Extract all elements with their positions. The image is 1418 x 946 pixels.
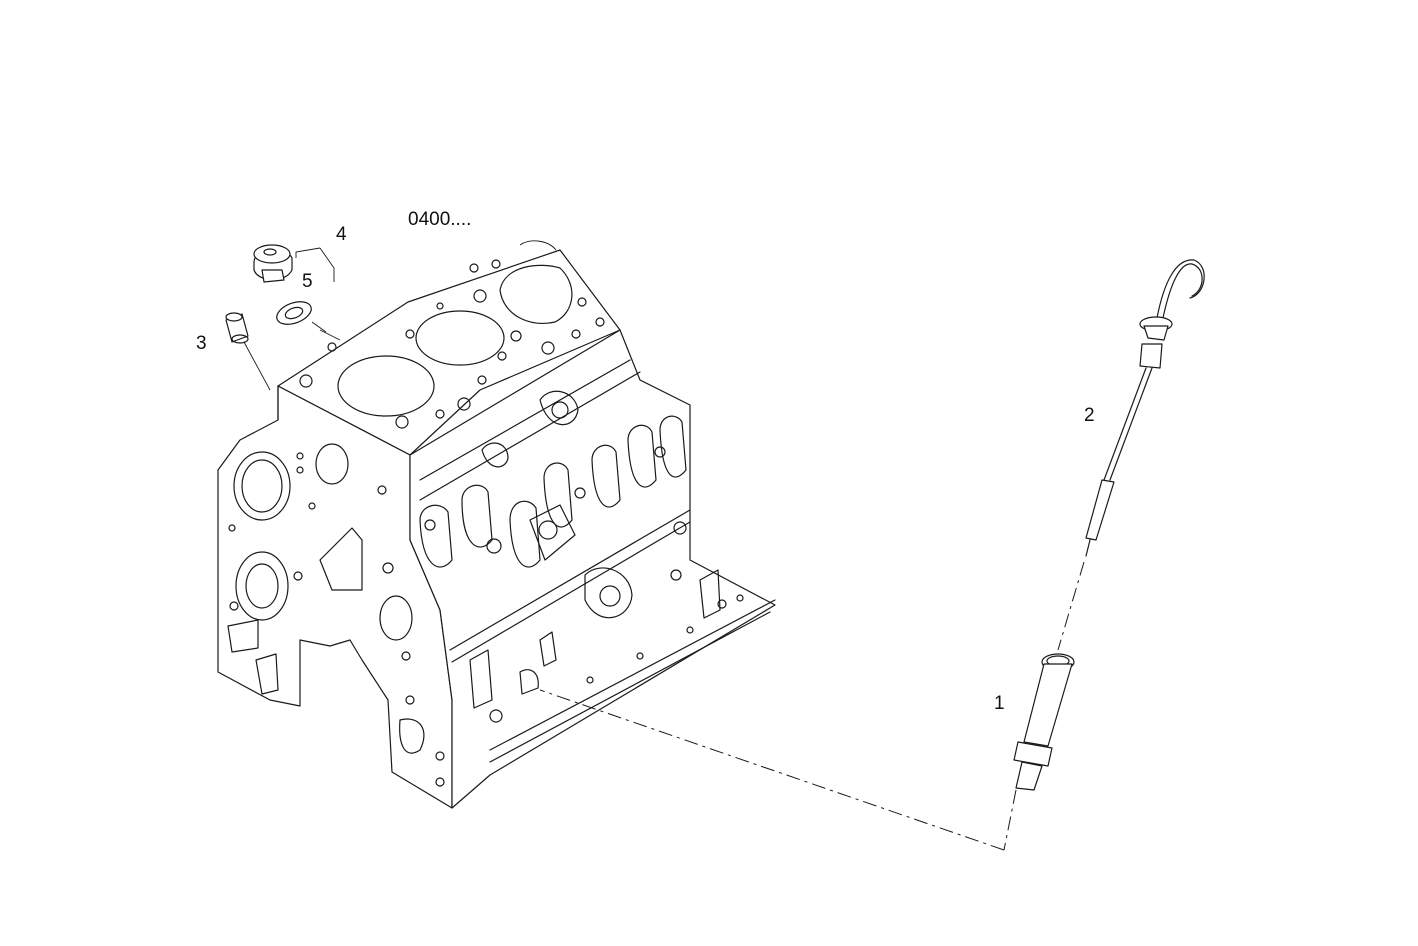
assembly-centerlines	[539, 561, 1085, 851]
sealing-washer	[276, 301, 312, 325]
filler-cap	[253, 244, 335, 283]
dipstick	[1085, 259, 1205, 557]
dipstick-tube	[1013, 653, 1075, 791]
engine-block	[217, 240, 776, 809]
callout-5[interactable]: 5	[302, 271, 313, 292]
callout-1[interactable]: 1	[994, 693, 1005, 714]
callout-3[interactable]: 3	[196, 333, 207, 354]
group-code-label: 0400....	[408, 209, 471, 230]
callout-2[interactable]: 2	[1084, 405, 1095, 426]
callout-4[interactable]: 4	[336, 224, 347, 245]
sleeve-plug	[225, 312, 249, 344]
